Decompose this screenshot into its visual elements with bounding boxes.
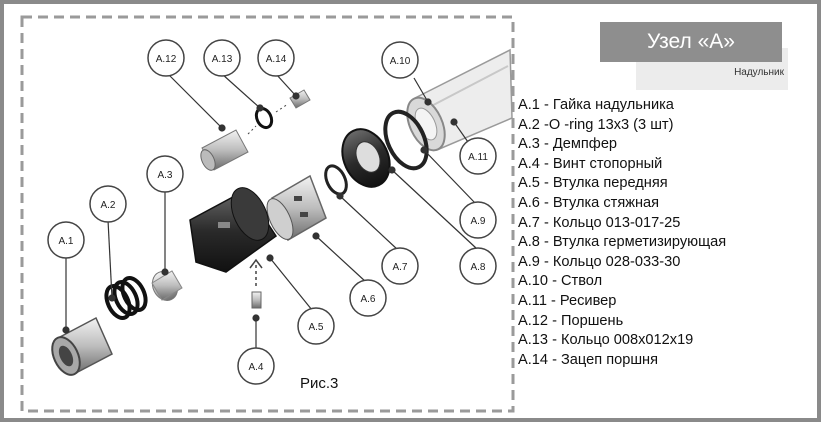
svg-text:A.1: A.1 (58, 236, 73, 247)
callout-a13: A.13 (203, 39, 241, 77)
svg-text:A.2: A.2 (100, 200, 115, 211)
svg-text:A.13: A.13 (212, 54, 233, 65)
svg-text:A.9: A.9 (470, 216, 485, 227)
svg-text:A.7: A.7 (392, 262, 407, 273)
legend-item: А.2 -O -ring 13х3 (3 шт) (518, 116, 674, 133)
assembly-subtitle: Надульник (734, 67, 784, 78)
svg-text:A.10: A.10 (390, 56, 411, 67)
o-rings-part (104, 276, 148, 320)
legend-item: А.4 - Винт стопорный (518, 155, 663, 172)
legend-item: А.14 - Зацеп поршня (518, 351, 658, 368)
callout-a10: A.10 (381, 41, 419, 79)
legend-item: А.13 - Кольцо 008х012х19 (518, 332, 694, 349)
sealing-sleeve-part (341, 128, 391, 188)
figure-caption: Рис.3 (300, 375, 339, 392)
callout-a11: A.11 (459, 137, 497, 175)
legend-item: А.12 - Поршень (518, 312, 624, 329)
svg-text:A.5: A.5 (308, 322, 323, 333)
piston-catch-part (275, 89, 311, 113)
svg-text:A.11: A.11 (468, 152, 488, 163)
callout-a1: A.1 (47, 221, 85, 259)
legend-item: А.10 - Ствол (518, 273, 603, 290)
ring-a9-part (383, 109, 429, 171)
legend-item: А.1 - Гайка надульника (518, 97, 674, 113)
callout-a9: A.9 (459, 201, 497, 239)
assembly-title: Узел «А» (647, 30, 735, 53)
callout-a3: A.3 (146, 155, 184, 193)
front-sleeve-part (189, 187, 278, 273)
svg-text:A.8: A.8 (470, 262, 485, 273)
legend-item: А.5 - Втулка передняя (518, 175, 668, 192)
svg-text:A.4: A.4 (248, 362, 263, 373)
legend-item: А.7 - Кольцо 013-017-25 (518, 214, 681, 231)
legend-item: А.6 - Втулка стяжная (518, 194, 660, 211)
piston-part (200, 129, 249, 171)
callout-a5: A.5 (297, 307, 335, 345)
callout-leader-lines (62, 73, 477, 350)
callout-a14: A.14 (257, 39, 295, 77)
callout-a2: A.2 (89, 185, 127, 223)
svg-text:A.6: A.6 (360, 294, 375, 305)
svg-text:A.3: A.3 (157, 170, 172, 181)
callout-a4: A.4 (237, 347, 275, 385)
callout-a8: A.8 (459, 247, 497, 285)
callout-a12: A.12 (147, 39, 185, 77)
svg-text:A.12: A.12 (156, 54, 177, 65)
title-box (600, 22, 782, 62)
set-screw-part (249, 258, 263, 309)
svg-text:A.14: A.14 (266, 54, 287, 65)
legend-item: А.8 - Втулка герметизирующая (518, 234, 727, 251)
legend-item: А.11 - Ресивер (518, 292, 617, 309)
legend-item: А.3 - Демпфер (518, 136, 618, 153)
muzzle-nut-part (51, 316, 113, 376)
barrel-part (406, 48, 513, 152)
callout-a7: A.7 (381, 247, 419, 285)
legend-item: А.9 - Кольцо 028-033-30 (518, 253, 681, 270)
callout-a6: A.6 (349, 279, 387, 317)
coupling-sleeve-part (266, 174, 327, 242)
parts-legend: А.1 - Гайка надульника А.2 -O -ring 13х3… (518, 96, 726, 370)
